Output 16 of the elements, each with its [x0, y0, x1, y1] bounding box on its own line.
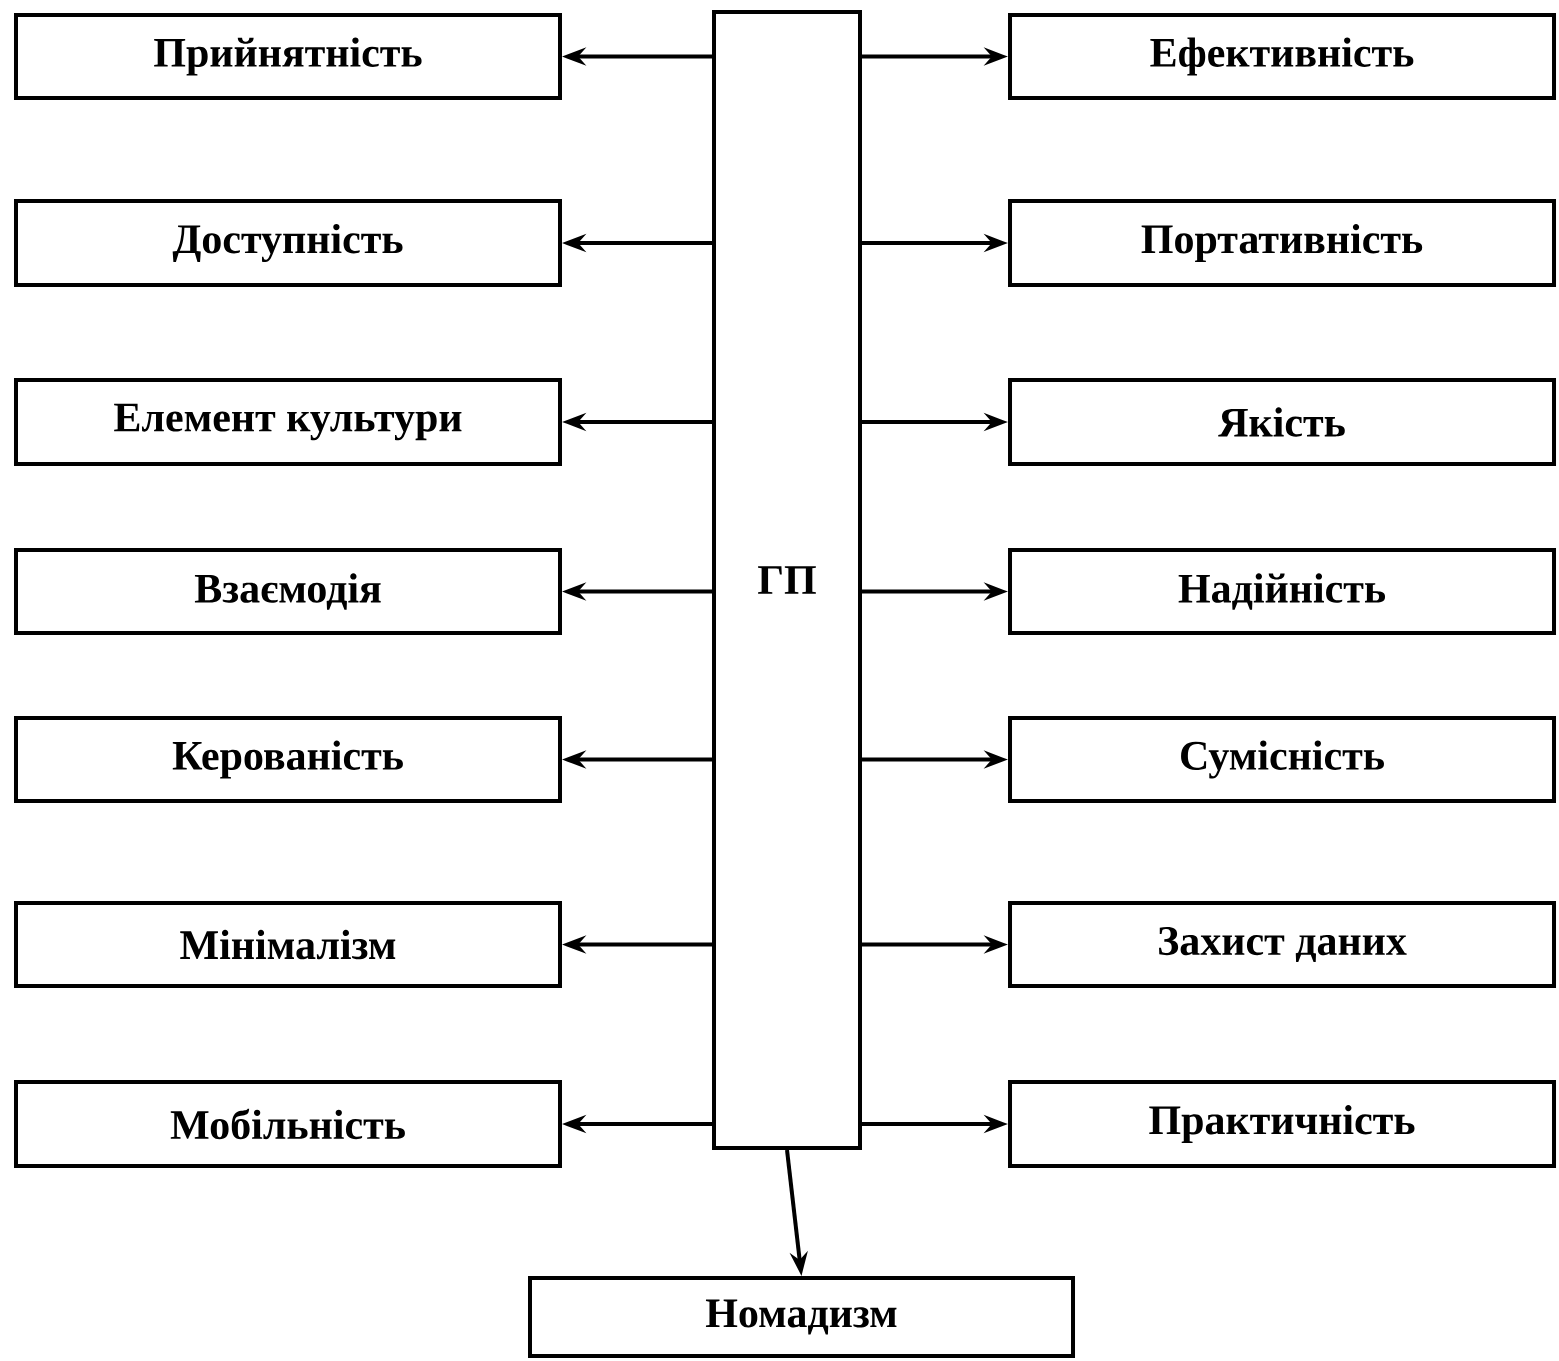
box: Надійність	[1008, 548, 1556, 635]
box: Мінімалізм	[14, 901, 562, 988]
box: Якість	[1008, 378, 1556, 466]
box: Портативність	[1008, 199, 1556, 287]
box: Взаємодія	[14, 548, 562, 635]
box: Доступність	[14, 199, 562, 287]
box: Ефективність	[1008, 13, 1556, 100]
box: Елемент культури	[14, 378, 562, 466]
box: Практичність	[1008, 1080, 1556, 1168]
box: Номадизм	[528, 1276, 1075, 1358]
box: Мобільність	[14, 1080, 562, 1168]
box: Прийнятність	[14, 13, 562, 100]
box: Сумісність	[1008, 716, 1556, 803]
box: Керованість	[14, 716, 562, 803]
box: ГП	[712, 10, 862, 1150]
box: Захист даних	[1008, 901, 1556, 988]
